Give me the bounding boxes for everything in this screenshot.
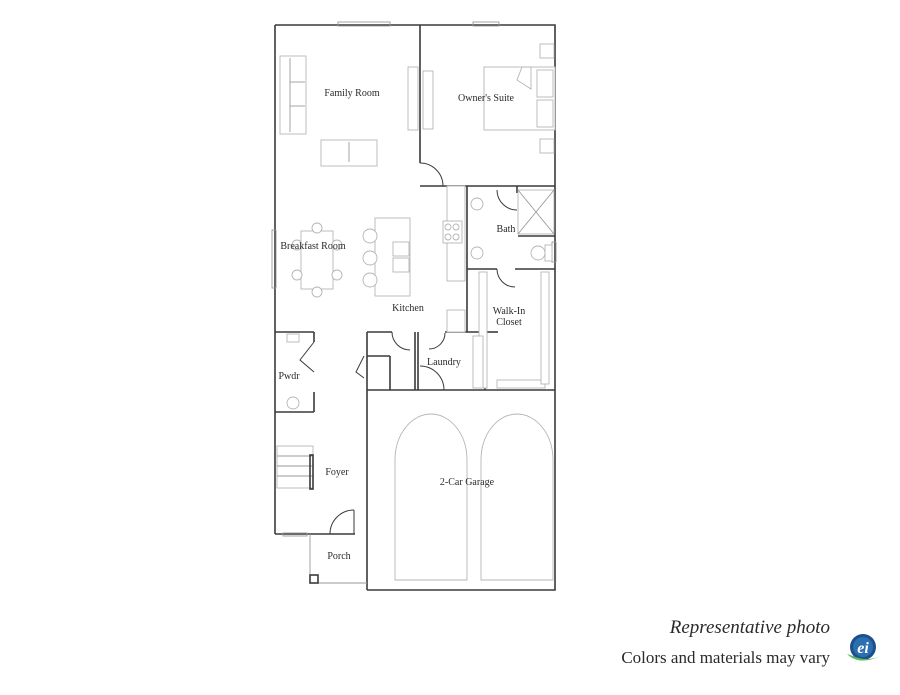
label-bath: Bath (497, 224, 516, 235)
label-walk-in-closet: Walk-In (493, 306, 526, 317)
label-family-room: Family Room (324, 88, 380, 99)
ei-logo-icon: ei (847, 634, 881, 661)
room-labels: Family Room Owner's Suite Breakfast Room… (278, 88, 525, 562)
logo-text: ei (857, 640, 869, 657)
car-left (394, 413, 468, 581)
label-porch: Porch (327, 551, 350, 562)
label-kitchen: Kitchen (392, 303, 424, 314)
label-owners-suite: Owner's Suite (458, 93, 515, 104)
label-pwdr: Pwdr (278, 371, 300, 382)
furniture (276, 43, 556, 581)
label-walk-in-closet-2: Closet (496, 317, 522, 328)
label-garage: 2-Car Garage (440, 477, 495, 488)
label-laundry: Laundry (427, 357, 461, 368)
label-foyer: Foyer (325, 467, 349, 478)
doors (299, 162, 518, 535)
car-right (480, 413, 554, 581)
disclaimer-caption: Colors and materials may vary (621, 648, 830, 667)
label-breakfast-room: Breakfast Room (280, 241, 345, 252)
representative-photo-caption: Representative photo (669, 617, 830, 638)
